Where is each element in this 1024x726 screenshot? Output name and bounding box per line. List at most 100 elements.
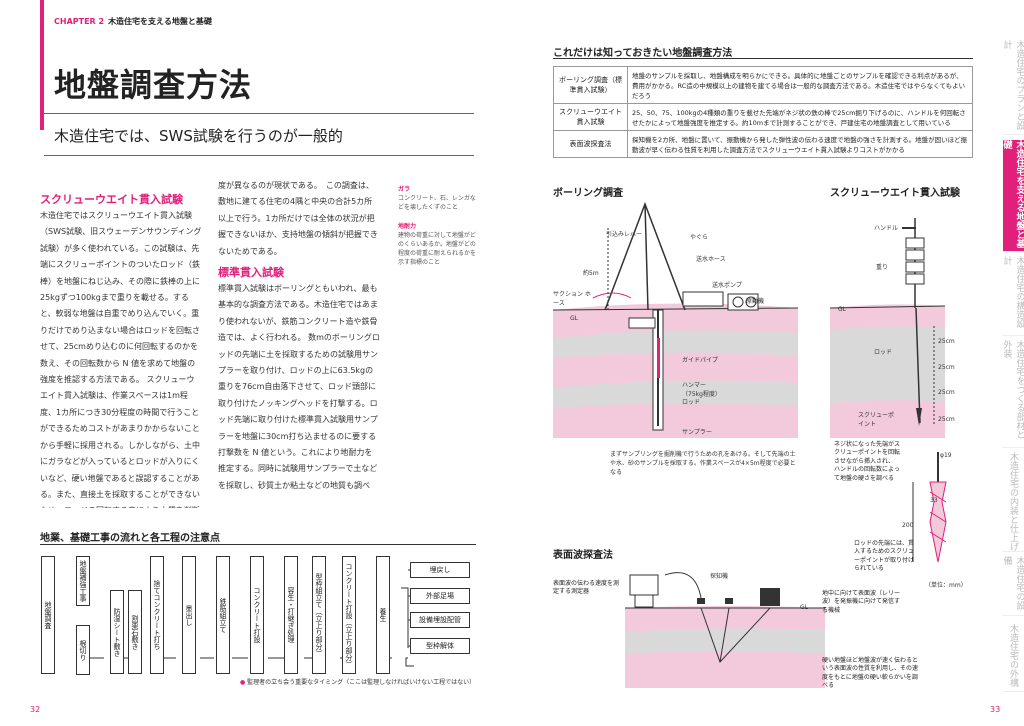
sws-label: 重り [876,264,889,271]
sws-body: 木造住宅ではスクリューウエイト貫入試験（SWS試験、旧スウェーデンサウンディング… [40,211,202,508]
sws-unit: （単位：mm） [925,582,967,589]
boring-label: GL [570,315,578,322]
page-subtitle: 木造住宅では、SWS試験を行うのが一般的 [54,127,343,145]
flow-step: 割栗石敷き [128,590,142,674]
sws-note-2: ロッドの先端には、貫入するためのスクリューポイントが取り付けられている [854,540,915,573]
flow-step: 地盤調査 [41,556,55,674]
boring-label: 原動機 [746,298,765,305]
side-note-desc: コンクリート、石、レンガなどを壊したくずのこと [398,195,476,211]
flow-step: 養生 [376,556,390,674]
page-number-right: 33 [990,705,1001,714]
sws-diagram [830,218,946,438]
chapter-tab[interactable]: 木造住宅の構造設計 [1002,256,1024,336]
boring-label: ガイドパイプ [682,357,719,364]
surface-heading: 表面波探査法 [553,550,613,561]
flow-step: 捨てコンクリート打ち [150,556,164,674]
sws-label: 33 [930,497,938,504]
screw-point-detail [912,452,947,563]
boring-label: 送水ホース [696,256,726,263]
flow-step: コンクリート打設 [250,556,264,674]
sws-heading: スクリューウエイト貫入試験 [40,193,183,206]
flow-divider [40,544,476,545]
flow-step: 防湿シート敷き [110,590,124,674]
flow-step-right: 型枠解体 [410,638,470,654]
sws-label: GL [838,306,846,313]
survey-table-divider [553,58,973,59]
sws-note-1: ネジ状になった先端がスクリューポイントを回転させながら挿入され、ハンドルの回転数… [834,441,901,482]
inspector-marker-icon: ● [240,679,246,686]
table-cell: 地盤のサンプルを採取し、地盤構成を明らかにできる。具体的に地盤ごとのサンプルを確… [627,66,973,104]
boring-label: サンプラー [682,429,712,436]
chapter-tab[interactable]: 木造住宅をつくる部材と外装 [1002,340,1024,448]
table-cell: スクリューウエイト貫入試験 [553,103,628,131]
surface-label: 探知機 [710,573,729,580]
chapter-tab-active[interactable]: 木造住宅を支える地盤と基礎 [1002,140,1024,252]
survey-table: ボーリング調査（標準貫入試験）地盤のサンプルを採取し、地盤構成を明らかにできる。… [553,66,973,158]
subtitle-divider [44,155,474,156]
side-note-term: 地耐力 [398,223,417,230]
boring-label: ハンマー（75kg程度） [682,382,721,398]
chapter-number: CHAPTER 2 [54,17,105,26]
sws-label: 25cm [938,364,955,371]
table-cell: ボーリング調査（標準貫入試験） [553,66,628,104]
surface-caption: 硬い地盤ほど地盤波が速く伝わるという表面波の性質を利用し、その速度をもとに地盤の… [822,657,919,690]
boring-label: ロッド [682,399,701,406]
side-note-term: ガラ [398,186,411,193]
flow-step: 墨出し [182,556,196,674]
chapter-tab[interactable]: 木造住宅の内装と仕上げ [1003,452,1024,552]
spt-body: 標準貫入試験はボーリングともいわれ、最も基本的な調査方法である。木造住宅ではあま… [218,284,380,490]
table-cell: 探知機を2カ所、地盤に置いて、振動機から発した弾性波の伝わる速度で地盤の強さを計… [627,130,973,158]
side-note-gara: ガラ コンクリート、石、レンガなどを壊したくずのこと [398,185,478,212]
surface-vibrator-label: 地中に向けて表面波（レリー波）を発振機に向けて発信する機械 [822,590,901,614]
boring-label: 約5m [583,270,599,277]
flow-step-right: 外部足場 [410,588,470,604]
boring-caption: まずサンプリングを掘削機で行うための孔をあける。そして先端の土や水、砂のサンプル… [610,451,796,476]
boring-diagram [553,201,798,438]
boring-heading: ボーリング調査 [553,188,623,199]
boring-label: サクション ホース [553,291,591,307]
title-divider [44,113,474,114]
table-row: 表面波探査法探知機を2カ所、地盤に置いて、振動機から発した弾性波の伝わる速度で地… [553,130,973,158]
survey-table-heading: これだけは知っておきたい地盤調査方法 [553,48,733,59]
flow-step: 根切り [76,625,90,675]
surface-diagram [625,572,825,688]
chapter-tab[interactable]: 木造住宅の外構 [1003,620,1024,692]
flow-step: 地盤補強工事 [76,556,90,606]
chapter-tab[interactable]: 木造住宅のプランと設計 [1002,40,1024,135]
sws-label: φ19 [940,452,952,459]
spt-heading: 標準貫入試験 [218,266,284,279]
boring-label: 送水ポンプ [712,282,742,289]
sws-label: スクリューポイント [858,412,895,428]
table-cell: 25、50、75、100kgの4種類の重りを載せた先端がネジ状の鉄の棒で25cm… [627,103,973,131]
flow-note: ● 監理者の立ち会う重要なタイミング（ここは監理しなければいけない工程ではない） [240,677,475,686]
surface-label: GL [800,604,808,611]
table-cell: 表面波探査法 [553,130,628,158]
flow-step-right: 埋戻し [410,562,470,578]
sws-body-continued: 度が異なるのが現状である。 この調査は、敷地に建てる住宅の4隅と中央の合計5カ所… [218,181,378,256]
chapter-tab[interactable]: 木造住宅の設備 [1002,556,1024,616]
flow-step: 鉄筋組立て [216,556,230,674]
sws-label: 25cm [938,338,955,345]
flow-step: 容生・打継ぎ処理 [284,556,298,674]
sws-label: 25cm [938,416,955,423]
flow-step-right: 設備埋設配管 [410,612,470,628]
chapter-accent-bar [40,0,44,130]
page-title: 地盤調査方法 [54,66,253,104]
table-row: ボーリング調査（標準貫入試験）地盤のサンプルを採取し、地盤構成を明らかにできる。… [553,66,973,104]
sws-label: 25cm [938,389,955,396]
flow-note-text: 監理者の立ち会う重要なタイミング（ここは監理しなければいけない工程ではない） [247,679,476,686]
sws-label: 200 [902,522,914,529]
page-number-left: 32 [30,705,41,714]
flow-step: コンクリート打設（立上り部分） [342,556,356,674]
flow-step: 型枠組立て（立上り部分） [312,556,326,674]
boring-label: 引込みレバー [606,231,643,238]
side-note-chitairyoku: 地耐力 建物の荷重に対して地盤がどのくらいあるか。地盤がどの程度の荷重に耐えられ… [398,222,478,267]
sws-label: ロッド [874,349,893,356]
sws-label: ハンドル [874,225,899,232]
sws-diagram-heading: スクリューウエイト貫入試験 [830,188,960,199]
side-note-desc: 建物の荷重に対して地盤がどのくらいあるか。地盤がどの程度の荷重に耐えられるかを示… [398,232,477,266]
surface-recorder-label: 表面波の伝わる速度を測定する測定器 [553,580,620,596]
chapter-title: 木造住宅を支える地盤と基礎 [108,17,212,26]
